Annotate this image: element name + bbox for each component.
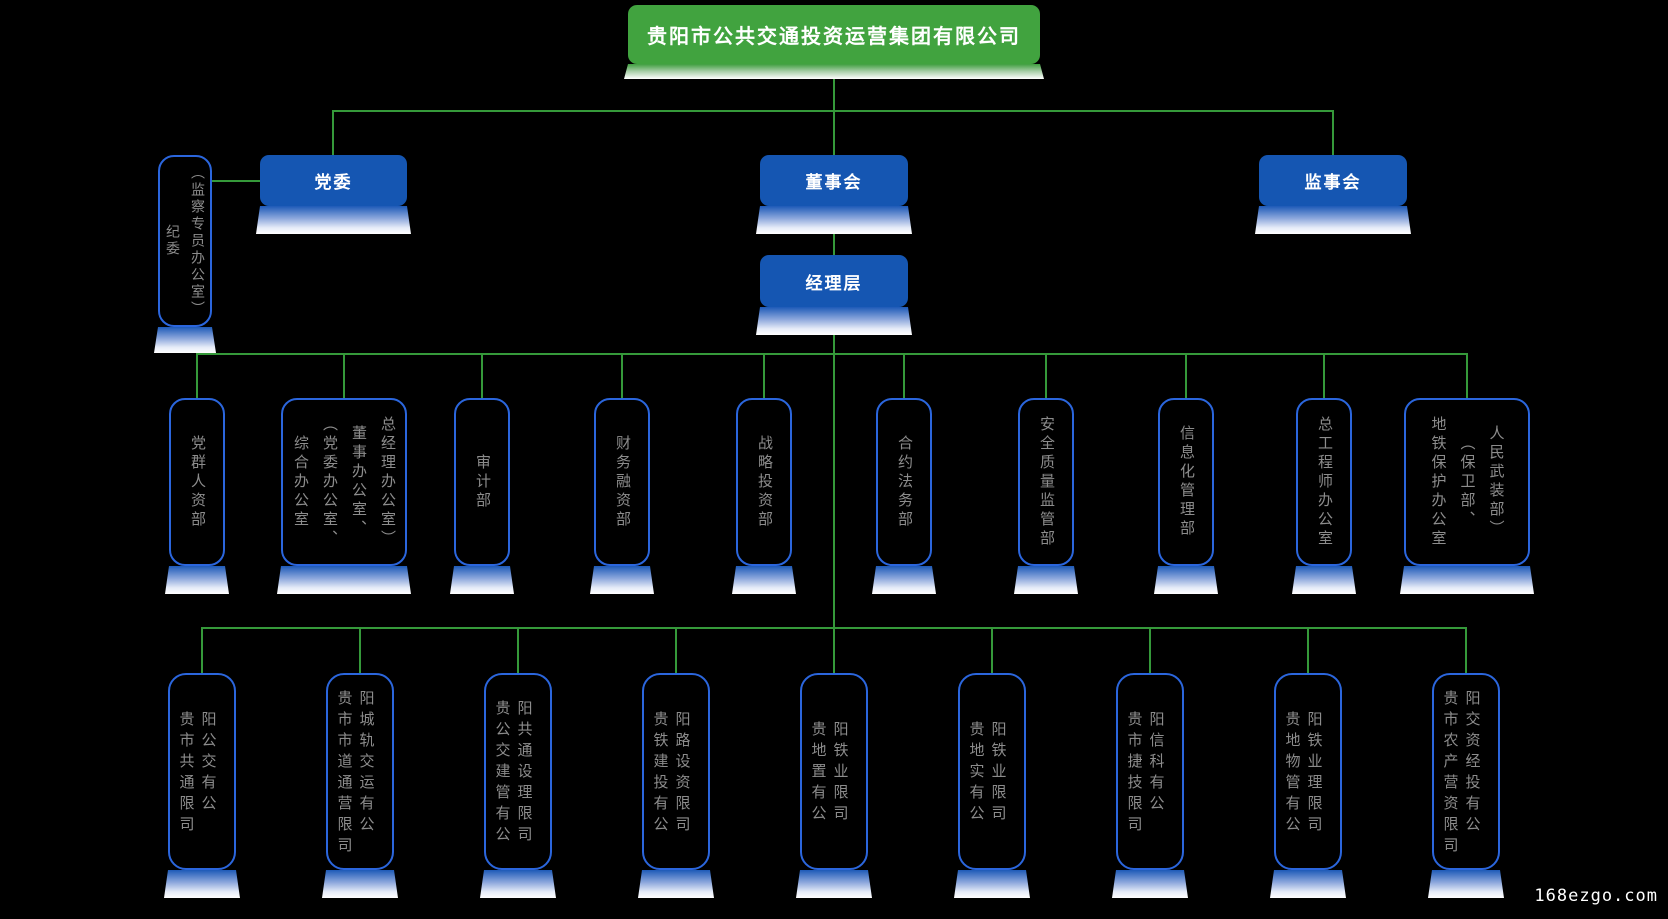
node-shadow — [732, 566, 796, 594]
node-shadow — [624, 64, 1044, 79]
connector-line — [343, 353, 345, 398]
node-shadow — [1400, 566, 1534, 594]
node-shadow — [277, 566, 411, 594]
node-shadow — [256, 206, 411, 234]
node-shadow — [1014, 566, 1078, 594]
connector-line — [1149, 627, 1151, 673]
connector-line — [359, 627, 361, 673]
connector-line — [517, 627, 519, 673]
node-shadow — [1292, 566, 1356, 594]
node-shadow — [1112, 870, 1188, 898]
connector-line — [1185, 353, 1187, 398]
dept-node: 信息化管理部 — [1158, 398, 1214, 566]
connector-line — [621, 353, 623, 398]
subsidiary-label: 贵阳铁路建设投资有限公司 — [653, 710, 698, 833]
node-shadow — [322, 870, 398, 898]
node-shadow — [1154, 566, 1218, 594]
dept-node: 安全质量监管部 — [1018, 398, 1074, 566]
connector-line — [833, 64, 835, 110]
node-shadow — [165, 566, 229, 594]
node-shadow — [1428, 870, 1504, 898]
dept-label: 合约法务部 — [896, 434, 913, 530]
subsidiary-label: 贵阳地铁物业管理有限公司 — [1285, 710, 1330, 833]
subsidiary-label: 贵阳市公共交通有限公司 — [179, 710, 224, 833]
node-shadow — [1270, 870, 1346, 898]
node-management: 经理层 — [760, 255, 908, 307]
node-discipline-committee: 纪委 （监察专员办公室） — [158, 155, 212, 327]
node-root-company: 贵阳市公共交通投资运营集团有限公司 — [628, 5, 1040, 64]
node-shadow — [954, 870, 1030, 898]
watermark-text: 168ezgo.com — [1534, 886, 1658, 906]
dept-label: 信息化管理部 — [1178, 425, 1195, 539]
node-shadow — [756, 206, 912, 234]
node-shadow — [756, 307, 912, 335]
dept-node: 财务融资部 — [594, 398, 650, 566]
dept-label: 综合办公室 （党委办公室、 董事办公室、 总经理办公室） — [292, 415, 396, 549]
node-shadow — [450, 566, 514, 594]
dept-node: 综合办公室 （党委办公室、 董事办公室、 总经理办公室） — [281, 398, 407, 566]
dept-node: 地铁保护办公室 （保卫部、 人民武装部） — [1404, 398, 1530, 566]
node-shadow — [638, 870, 714, 898]
node-shadow — [590, 566, 654, 594]
connector-line — [212, 180, 260, 182]
node-shadow — [872, 566, 936, 594]
subsidiary-node: 贵阳市信捷科技有限公司 — [1116, 673, 1184, 870]
connector-line — [332, 110, 334, 155]
connector-line — [201, 627, 1467, 629]
dept-label: 财务融资部 — [614, 434, 631, 530]
node-shadow — [796, 870, 872, 898]
subsidiary-node: 贵阳公共交通建设管理有限公司 — [484, 673, 552, 870]
connector-line — [481, 353, 483, 398]
node-party-committee: 党委 — [260, 155, 407, 206]
dept-node: 党群人资部 — [169, 398, 225, 566]
dept-label: 地铁保护办公室 （保卫部、 人民武装部） — [1429, 415, 1505, 549]
subsidiary-label: 贵阳地铁实业有限公司 — [969, 721, 1014, 822]
dept-node: 总工程师办公室 — [1296, 398, 1352, 566]
subsidiary-node: 贵阳市城市轨道交通运营有限公司 — [326, 673, 394, 870]
dept-node: 战略投资部 — [736, 398, 792, 566]
node-shadow — [1255, 206, 1411, 234]
dept-node: 合约法务部 — [876, 398, 932, 566]
subsidiary-node: 贵阳市交农资产经营投资有限公司 — [1432, 673, 1500, 870]
subsidiary-node: 贵阳地铁物业管理有限公司 — [1274, 673, 1342, 870]
subsidiary-node: 贵阳地铁置业有限公司 — [800, 673, 868, 870]
node-shadow — [164, 870, 240, 898]
dept-label: 战略投资部 — [756, 434, 773, 530]
dept-node: 审计部 — [454, 398, 510, 566]
connector-line — [1323, 353, 1325, 398]
subsidiary-node: 贵阳市公共交通有限公司 — [168, 673, 236, 870]
node-label: 纪委 （监察专员办公室） — [165, 164, 206, 318]
subsidiary-label: 贵阳市城市轨道交通运营有限公司 — [337, 689, 382, 854]
connector-line — [1332, 110, 1334, 155]
connector-line — [196, 353, 198, 398]
connector-line — [1466, 353, 1468, 398]
dept-label: 审计部 — [474, 453, 491, 511]
node-board-of-supervisors: 监事会 — [1259, 155, 1407, 206]
connector-line — [196, 353, 1468, 355]
node-shadow — [480, 870, 556, 898]
connector-line — [1465, 627, 1467, 673]
connector-line — [903, 353, 905, 398]
connector-line — [833, 110, 835, 155]
connector-line — [201, 627, 203, 673]
connector-line — [991, 627, 993, 673]
node-board-of-directors: 董事会 — [760, 155, 908, 206]
subsidiary-label: 贵阳地铁置业有限公司 — [811, 721, 856, 822]
node-shadow — [154, 327, 216, 353]
subsidiary-label: 贵阳市交农资产经营投资有限公司 — [1443, 689, 1488, 854]
connector-line — [675, 627, 677, 673]
subsidiary-node: 贵阳地铁实业有限公司 — [958, 673, 1026, 870]
connector-line — [1307, 627, 1309, 673]
subsidiary-label: 贵阳市信捷科技有限公司 — [1127, 710, 1172, 833]
subsidiary-node: 贵阳铁路建设投资有限公司 — [642, 673, 710, 870]
connector-line — [1045, 353, 1047, 398]
subsidiary-label: 贵阳公共交通建设管理有限公司 — [495, 700, 540, 843]
dept-label: 总工程师办公室 — [1316, 415, 1333, 549]
connector-line — [833, 307, 835, 673]
dept-label: 安全质量监管部 — [1038, 415, 1055, 549]
dept-label: 党群人资部 — [189, 434, 206, 530]
connector-line — [763, 353, 765, 398]
